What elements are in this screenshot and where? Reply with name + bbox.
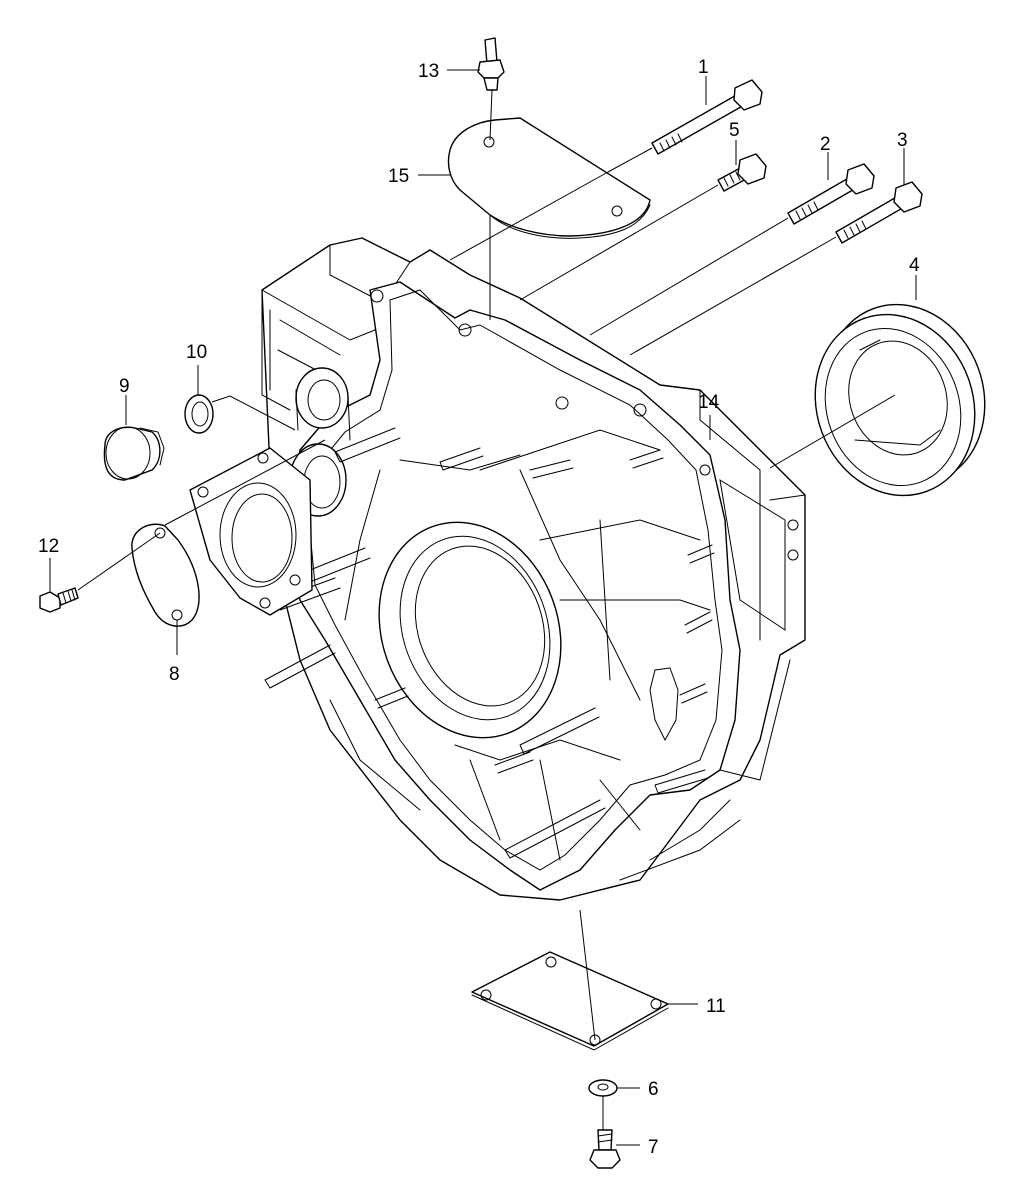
bolt-1 — [651, 79, 763, 155]
callout-12: 12 — [38, 536, 59, 557]
callout-11: 11 — [706, 996, 726, 1017]
callout-10: 10 — [186, 342, 207, 363]
oil-seal-4 — [814, 303, 986, 497]
callout-8: 8 — [169, 664, 180, 685]
callout-13: 13 — [418, 61, 439, 82]
cover-plate-8 — [131, 523, 200, 627]
seal-ring-10 — [184, 394, 214, 434]
bolt-7 — [589, 1129, 621, 1169]
callout-6: 6 — [648, 1079, 659, 1100]
callout-15: 15 — [388, 166, 409, 187]
cover-plate-15 — [447, 117, 651, 239]
stud-13 — [477, 37, 505, 91]
callout-2: 2 — [820, 134, 831, 155]
callout-3: 3 — [897, 130, 908, 151]
flange-gasket — [189, 447, 313, 616]
callout-5: 5 — [729, 120, 740, 141]
bolt-12 — [39, 587, 79, 613]
bolt-3 — [835, 181, 923, 244]
callout-1: 1 — [698, 57, 709, 78]
leader-lines — [49, 69, 917, 1146]
washer-6 — [588, 1079, 618, 1097]
flywheel-housing — [261, 237, 806, 901]
cover-plate-11 — [471, 951, 669, 1051]
callout-7: 7 — [648, 1137, 659, 1158]
bolt-5 — [717, 153, 767, 192]
callout-9: 9 — [119, 376, 130, 397]
plug-9 — [103, 426, 165, 481]
bolt-2 — [787, 163, 875, 225]
callout-14: 14 — [698, 392, 720, 413]
callout-numbers: 1 2 3 4 5 6 7 8 9 10 11 12 13 14 15 — [38, 57, 920, 1158]
callout-4: 4 — [909, 255, 920, 276]
